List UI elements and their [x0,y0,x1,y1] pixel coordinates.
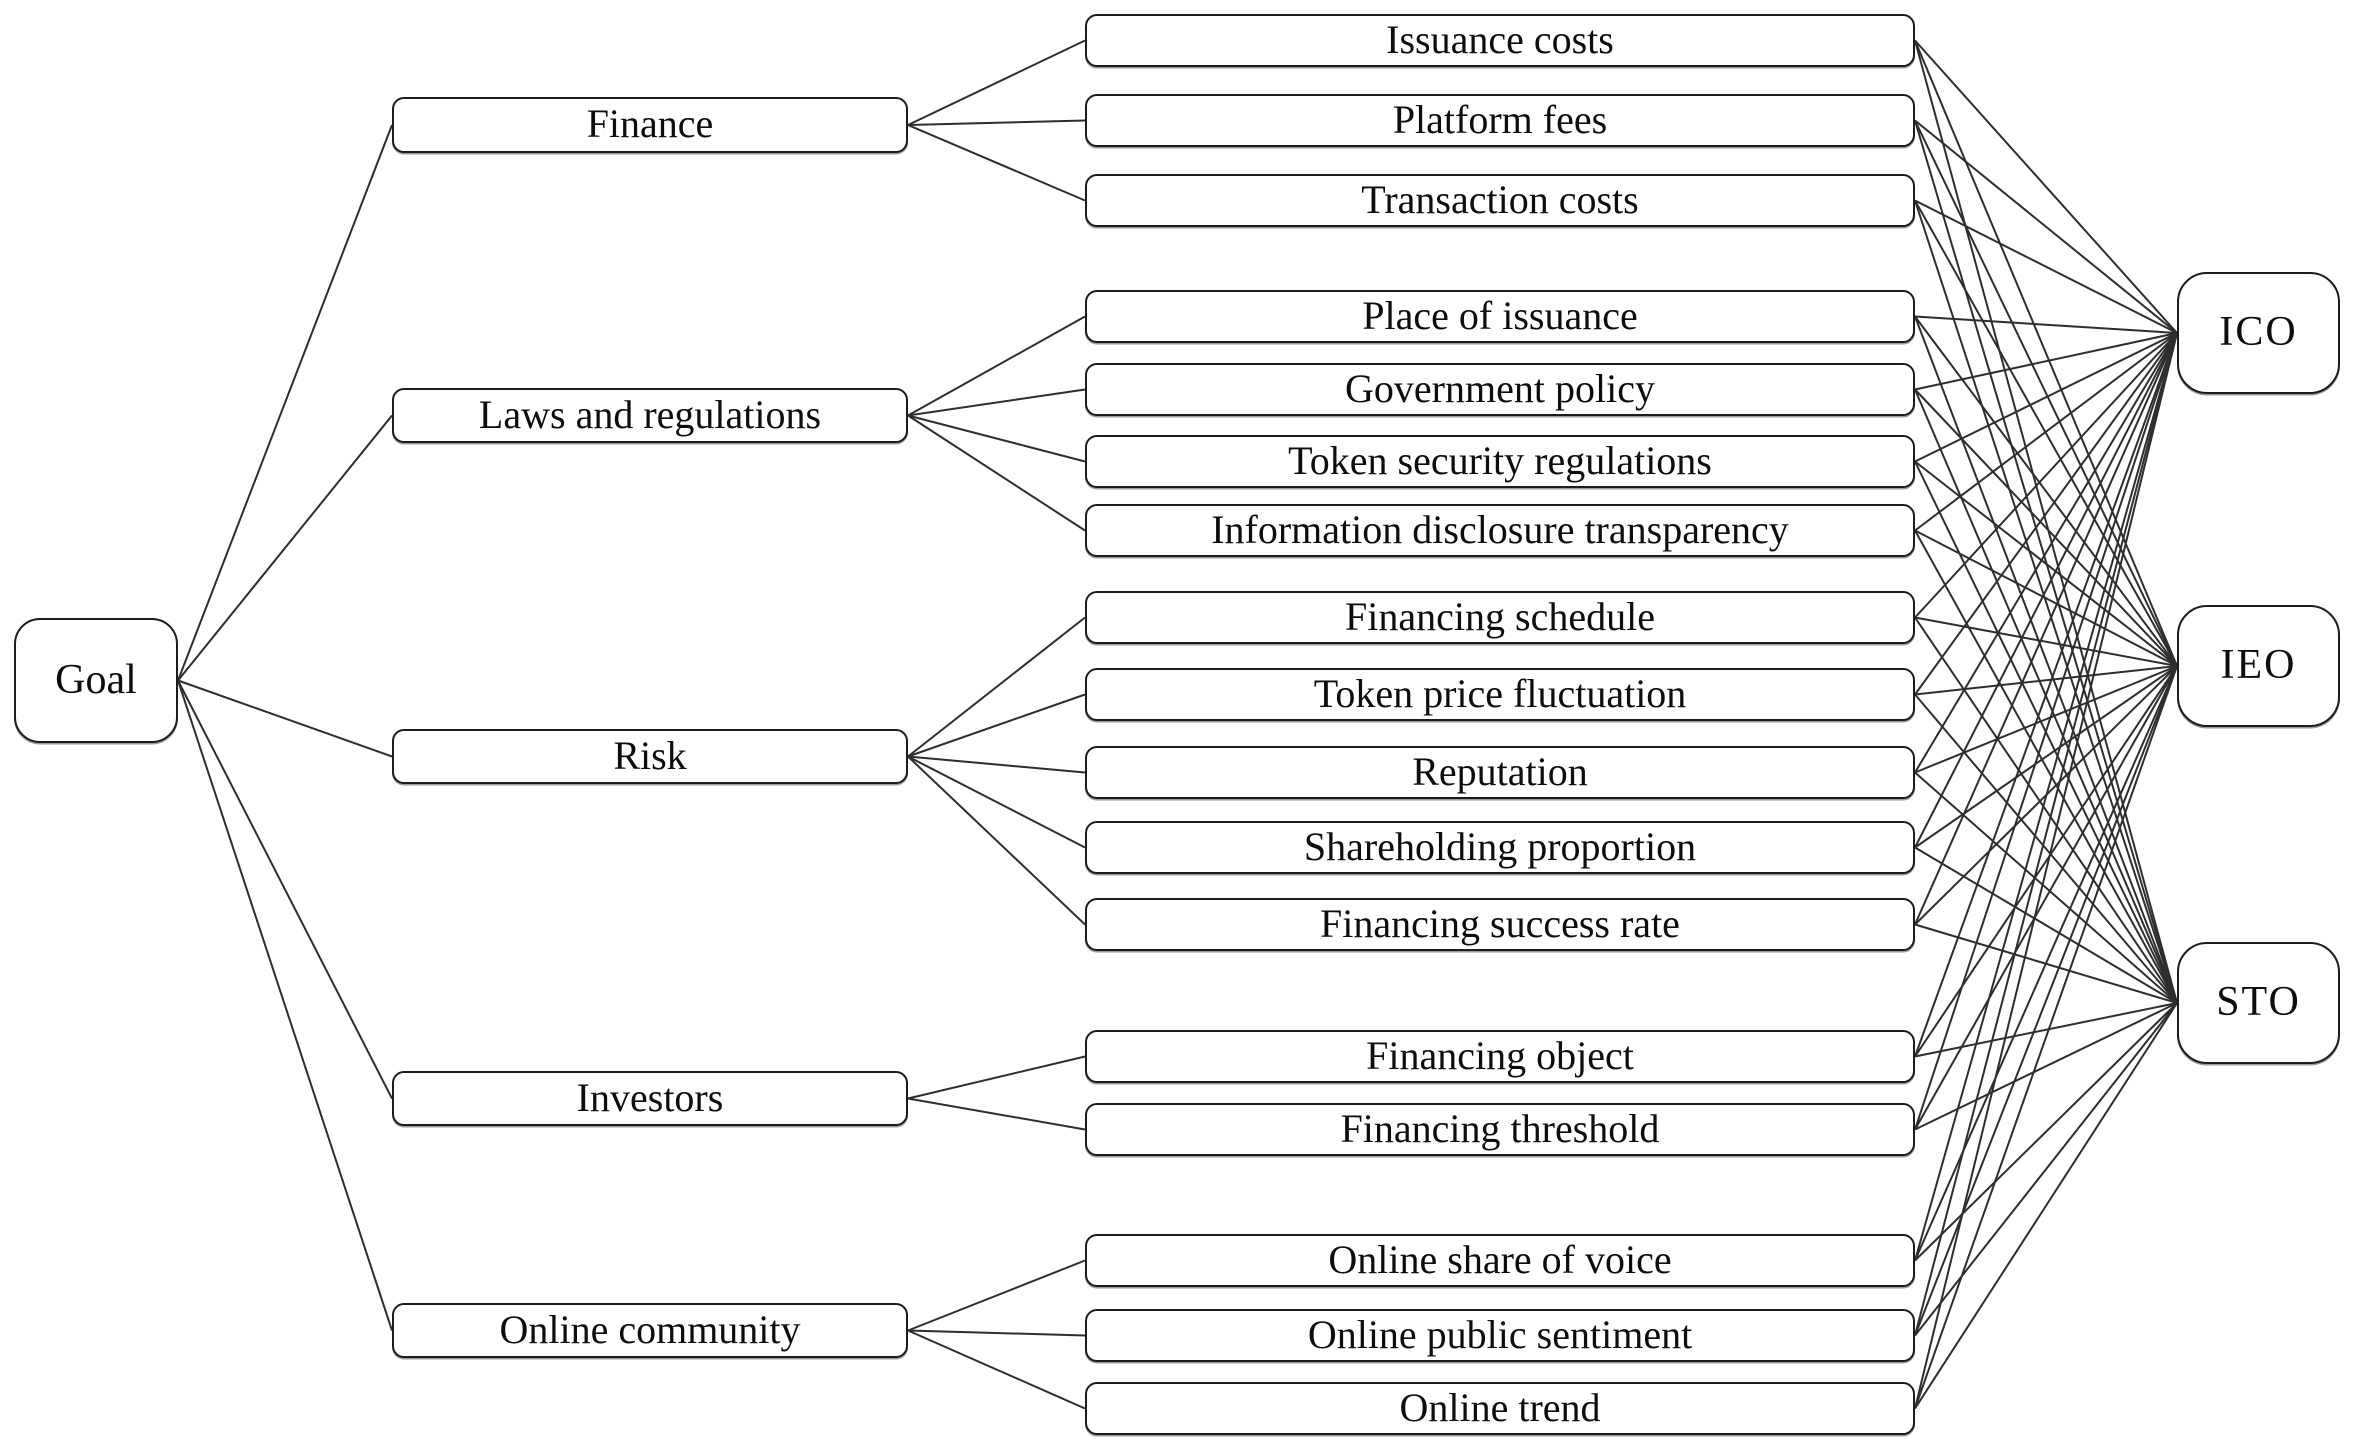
alternative-sto-label: STO [2216,979,2301,1025]
criterion-financing-schedule: Financing schedule [1085,591,1915,644]
criterion-token-price-fluctuation-label: Token price fluctuation [1313,670,1687,716]
alternative-ieo-label: IEO [2220,642,2297,688]
criterion-financing-threshold: Financing threshold [1085,1103,1915,1156]
criterion-information-disclosure-transparency-label: Information disclosure transparency [1211,506,1789,552]
criterion-financing-object: Financing object [1085,1030,1915,1083]
goal-node: Goal [14,618,178,743]
criterion-information-disclosure-transparency: Information disclosure transparency [1085,504,1915,557]
criterion-reputation-label: Reputation [1412,748,1588,794]
criterion-financing-object-label: Financing object [1366,1032,1634,1078]
criterion-online-trend: Online trend [1085,1382,1915,1435]
alternative-sto: STO [2177,942,2340,1064]
criterion-token-security-regulations-label: Token security regulations [1288,437,1712,483]
criterion-platform-fees: Platform fees [1085,94,1915,147]
category-laws-and-regulations-label: Laws and regulations [478,391,822,437]
category-finance-label: Finance [586,101,714,146]
criterion-transaction-costs-label: Transaction costs [1361,176,1639,222]
criterion-place-of-issuance-label: Place of issuance [1362,292,1638,338]
criterion-financing-schedule-label: Financing schedule [1345,593,1655,639]
criterion-government-policy: Government policy [1085,363,1915,416]
criterion-online-public-sentiment-label: Online public sentiment [1307,1311,1693,1357]
category-investors: Investors [392,1071,908,1126]
category-risk: Risk [392,729,908,784]
alternative-ico-label: ICO [2219,309,2298,355]
criterion-online-trend-label: Online trend [1399,1384,1601,1430]
category-investors-label: Investors [576,1074,724,1120]
criterion-financing-threshold-label: Financing threshold [1340,1105,1660,1151]
criterion-platform-fees-label: Platform fees [1392,96,1608,142]
category-online-community: Online community [392,1303,908,1358]
criterion-shareholding-proportion: Shareholding proportion [1085,821,1915,874]
category-finance: Finance [392,97,908,153]
criterion-reputation: Reputation [1085,746,1915,799]
criterion-transaction-costs: Transaction costs [1085,174,1915,227]
goal-node-label: Goal [55,656,137,703]
alternative-ico: ICO [2177,272,2340,394]
criterion-online-public-sentiment: Online public sentiment [1085,1309,1915,1362]
alternative-ieo: IEO [2177,605,2340,727]
criterion-financing-success-rate: Financing success rate [1085,898,1915,951]
criterion-financing-success-rate-label: Financing success rate [1320,900,1680,946]
criterion-issuance-costs-label: Issuance costs [1386,16,1614,62]
criterion-token-security-regulations: Token security regulations [1085,435,1915,488]
criterion-issuance-costs: Issuance costs [1085,14,1915,67]
criterion-online-share-of-voice-label: Online share of voice [1328,1236,1672,1282]
criterion-government-policy-label: Government policy [1345,365,1655,411]
criterion-place-of-issuance: Place of issuance [1085,290,1915,343]
category-online-community-label: Online community [499,1306,801,1352]
criterion-token-price-fluctuation: Token price fluctuation [1085,668,1915,721]
criterion-online-share-of-voice: Online share of voice [1085,1234,1915,1287]
category-risk-label: Risk [613,732,687,778]
criterion-shareholding-proportion-label: Shareholding proportion [1303,823,1697,869]
category-laws-and-regulations: Laws and regulations [392,388,908,443]
